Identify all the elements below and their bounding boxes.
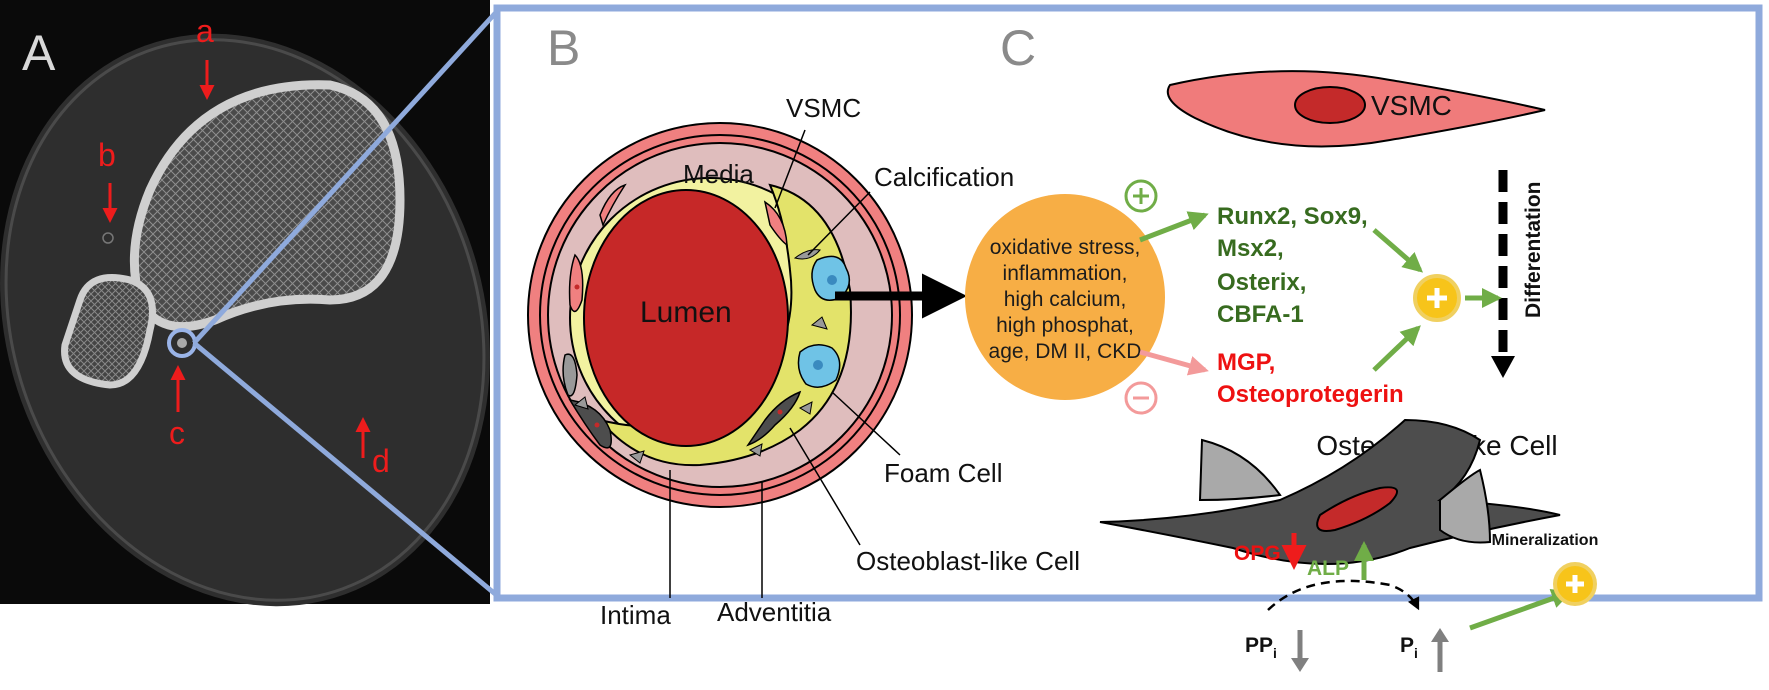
label-osteoblast-b: Osteoblast-like Cell — [856, 546, 1080, 576]
factor-line-5: age, DM II, CKD — [989, 340, 1142, 363]
arrow-promoters-to-plus — [1372, 228, 1424, 273]
label-calcification: Calcification — [874, 162, 1014, 192]
calc-crystal-intima-1 — [793, 249, 821, 260]
promoter-line-4: CBFA-1 — [1217, 301, 1304, 328]
marker-label-b: b — [98, 137, 116, 173]
vsmc-cell-media-1 — [599, 183, 627, 228]
arrow-to-promoters — [1139, 211, 1209, 243]
promoter-line-1: Runx2, Sox9, — [1217, 203, 1368, 230]
ct-vessel-c — [177, 338, 187, 348]
calc-crystal-media-2 — [628, 450, 645, 464]
zoom-line-bottom — [192, 341, 502, 600]
factor-line-2: inflammation, — [1003, 262, 1128, 285]
calc-crystal-media-1 — [573, 396, 589, 410]
calc-crystal-intima-4 — [748, 443, 763, 457]
marker-label-a: a — [196, 13, 214, 49]
label-ppi-main: PP — [1245, 634, 1273, 657]
arrow-inhibitors-to-plus — [1372, 325, 1421, 372]
osteoblast-cell-media — [568, 398, 612, 449]
ppi-to-pi-conversion-arrow — [1267, 579, 1420, 611]
inhibitor-line-2: Osteoprotegerin — [1217, 381, 1404, 408]
zoom-frame — [493, 4, 1763, 602]
label-ppi: PPi — [1245, 634, 1277, 661]
label-lumen: Lumen — [640, 296, 732, 329]
label-ppi-sub: i — [1273, 645, 1277, 661]
grey-cell-media — [562, 353, 578, 397]
label-pi-main: P — [1400, 634, 1414, 657]
calc-crystal-1 — [1198, 438, 1282, 502]
vsmc-nucleus-2 — [574, 284, 580, 290]
ppi-down-arrowhead — [1291, 658, 1309, 672]
ct-fibula-bone — [61, 274, 156, 389]
label-pi: Pi — [1400, 634, 1418, 661]
label-foam-cell: Foam Cell — [884, 458, 1002, 488]
osteoblast-nucleus — [1316, 486, 1399, 532]
vsmc-cell-intima — [763, 200, 788, 247]
osteoblast-nucleus-media — [594, 422, 600, 428]
label-differentiation: Differentation — [1522, 182, 1545, 319]
leader-foam-cell — [831, 391, 901, 456]
foam-nucleus-1 — [827, 275, 837, 285]
arrow-to-mineralization — [1469, 588, 1572, 631]
panel-b: B Lumen Media VS — [527, 20, 1080, 630]
osteoblast-nucleus-intima — [777, 409, 783, 415]
arrow-to-inhibitors — [1139, 349, 1209, 376]
panel-a: A a b c d — [0, 0, 490, 607]
calc-crystal-intima-3 — [798, 401, 813, 415]
label-adventitia: Adventitia — [717, 597, 832, 627]
panel-letter-c: C — [1000, 20, 1036, 76]
label-media: Media — [683, 159, 754, 189]
risk-factors-oval — [965, 194, 1165, 400]
promoter-line-2: Msx2, — [1217, 235, 1284, 262]
label-vsmc-b: VSMC — [786, 93, 861, 123]
label-intima: Intima — [600, 600, 671, 630]
label-pi-sub: i — [1414, 645, 1418, 661]
label-alp: ALP — [1307, 557, 1349, 580]
panel-c: C VSMC Differentation oxidative stress, … — [965, 20, 1598, 672]
differentiation-arrowhead — [1491, 356, 1515, 378]
vsmc-nucleus — [1294, 86, 1366, 124]
promoter-line-3: Osterix, — [1217, 269, 1306, 296]
factor-line-3: high calcium, — [1004, 288, 1127, 311]
lumen — [583, 189, 789, 447]
calc-crystal-2 — [1439, 468, 1492, 544]
vsmc-cell-media-2 — [568, 253, 584, 313]
label-opg: OPG — [1234, 542, 1281, 565]
leader-calcification — [807, 191, 871, 256]
marker-label-d: d — [372, 443, 390, 479]
factor-line-1: oxidative stress, — [990, 236, 1141, 259]
pi-up-arrowhead — [1431, 628, 1449, 642]
leader-vsmc — [774, 129, 806, 209]
panel-letter-a: A — [22, 25, 56, 81]
ct-skin-outline — [4, 38, 486, 602]
inhibitor-line-1: MGP, — [1217, 349, 1275, 376]
ct-vessel-b — [102, 232, 114, 244]
osteoblast-cell-intima — [746, 390, 802, 447]
label-vsmc-c: VSMC — [1371, 90, 1452, 121]
factor-line-4: high phosphat, — [996, 314, 1134, 337]
leader-osteoblast — [789, 427, 861, 546]
foam-nucleus-2 — [813, 360, 823, 370]
zoom-line-top — [192, 6, 502, 345]
panel-letter-b: B — [547, 20, 580, 76]
calc-crystal-intima-2 — [810, 316, 828, 330]
marker-label-c: c — [169, 415, 185, 451]
label-mineralization: Mineralization — [1492, 532, 1599, 549]
